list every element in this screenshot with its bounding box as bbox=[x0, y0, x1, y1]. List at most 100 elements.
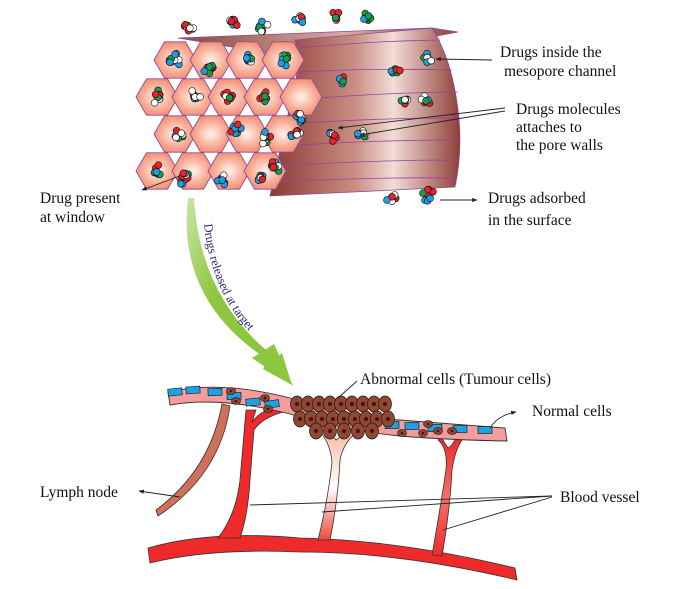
blood-vessel-capillary-3 bbox=[431, 437, 463, 557]
drug-molecule bbox=[258, 175, 266, 184]
normal-cell bbox=[207, 387, 223, 397]
tumour-cell-nucleus bbox=[297, 416, 303, 422]
main-blood-vessel bbox=[147, 535, 518, 581]
channel-line bbox=[299, 68, 453, 73]
tumour-cell-nucleus bbox=[305, 401, 311, 407]
mesoporous-particle bbox=[135, 8, 461, 206]
drug-molecule bbox=[388, 193, 396, 201]
drug-molecule bbox=[177, 129, 186, 137]
drug-cluster bbox=[227, 120, 245, 137]
drug-cluster bbox=[150, 161, 164, 179]
drug-cluster bbox=[383, 191, 400, 206]
drug-molecule bbox=[331, 13, 340, 22]
tumour-cell-nucleus bbox=[341, 416, 347, 422]
drug-molecule bbox=[200, 67, 209, 75]
drug-molecule bbox=[257, 27, 266, 36]
release-arrow: Drugs released at target bbox=[186, 198, 293, 386]
label-abnormal-cells: Abnormal cells (Tumour cells) bbox=[360, 371, 551, 388]
drug-molecule bbox=[258, 17, 266, 26]
drug-molecule bbox=[179, 169, 188, 177]
drug-molecule bbox=[242, 54, 251, 62]
drug-molecule bbox=[401, 95, 409, 104]
normal-cell bbox=[404, 421, 420, 431]
label-line: attaches to bbox=[516, 119, 582, 136]
drug-molecule bbox=[419, 189, 427, 197]
drug-cluster bbox=[336, 73, 347, 88]
label-drugs-inside-channel: Drugs inside the mesopore channel bbox=[500, 44, 616, 80]
tumour-cell-nucleus bbox=[363, 416, 369, 422]
tumour-cell-nucleus bbox=[360, 401, 366, 407]
drug-molecule bbox=[186, 24, 194, 32]
small-cell-nucleus bbox=[426, 422, 430, 426]
drug-cluster bbox=[254, 171, 267, 185]
drug-molecule bbox=[188, 87, 196, 95]
drug-molecule bbox=[227, 17, 236, 25]
drug-molecule bbox=[277, 59, 285, 68]
drug-cluster bbox=[200, 61, 217, 78]
tumour-cell-nucleus bbox=[319, 416, 325, 422]
drug-molecule bbox=[225, 94, 234, 102]
drug-cluster bbox=[188, 87, 204, 103]
drug-molecule bbox=[426, 194, 434, 203]
drug-cluster bbox=[397, 95, 412, 108]
drug-cluster bbox=[267, 158, 283, 175]
label-blood-vessel: Blood vessel bbox=[560, 489, 640, 506]
drug-cluster bbox=[287, 126, 304, 141]
drug-molecule bbox=[261, 128, 269, 136]
label-line: in the surface bbox=[488, 212, 572, 229]
drug-molecule bbox=[166, 58, 174, 66]
small-cell-nucleus bbox=[450, 429, 454, 433]
normal-cell bbox=[167, 387, 183, 397]
drug-cluster bbox=[259, 128, 274, 148]
tumour-cells bbox=[290, 395, 395, 440]
drug-molecule bbox=[234, 120, 242, 129]
tumour-cell-nucleus bbox=[349, 401, 355, 407]
drug-molecule bbox=[261, 92, 269, 101]
drug-cluster bbox=[226, 15, 241, 29]
drug-molecule bbox=[172, 133, 180, 142]
tumour-cell-nucleus bbox=[355, 428, 361, 434]
drug-cluster bbox=[292, 109, 307, 126]
small-cell-nucleus bbox=[421, 431, 425, 435]
tumour-cell-nucleus bbox=[371, 401, 377, 407]
drug-molecule bbox=[263, 21, 272, 29]
drug-molecule bbox=[205, 63, 214, 71]
drug-molecule bbox=[218, 176, 226, 184]
tumour-cell-nucleus bbox=[294, 401, 300, 407]
label-line: Drugs molecules bbox=[516, 101, 621, 118]
tumour-cell-nucleus bbox=[369, 428, 375, 434]
tumour-cell-nucleus bbox=[385, 416, 391, 422]
channel-line bbox=[279, 159, 459, 167]
mesopore-channel-body bbox=[269, 27, 461, 197]
drug-cluster bbox=[256, 88, 271, 106]
blood-vessel-capillary-2 bbox=[315, 423, 361, 541]
channel-line bbox=[285, 139, 461, 147]
drug-cluster bbox=[420, 49, 435, 66]
channel-line bbox=[299, 39, 441, 49]
tumour-cell-nucleus bbox=[316, 401, 322, 407]
drug-molecule bbox=[298, 18, 307, 26]
label-line: the pore walls bbox=[516, 137, 603, 154]
drug-molecule bbox=[269, 163, 278, 171]
drug-molecule bbox=[150, 99, 159, 107]
drug-molecule bbox=[364, 12, 373, 20]
tumour-cell-nucleus bbox=[352, 416, 358, 422]
label-line: at window bbox=[40, 209, 106, 226]
drug-cluster bbox=[180, 21, 198, 35]
tumour-cell-nucleus bbox=[374, 416, 380, 422]
tumour-cell-nucleus bbox=[330, 416, 336, 422]
drug-molecule bbox=[282, 55, 291, 63]
label-drugs-adsorbed-surface: Drugs adsorbed in the surface bbox=[488, 190, 586, 229]
drug-cluster bbox=[326, 128, 340, 145]
drug-molecule bbox=[177, 180, 185, 188]
blood-vessel-capillary-1 bbox=[217, 407, 285, 539]
drug-cluster bbox=[214, 171, 229, 189]
drug-molecule bbox=[196, 93, 204, 101]
label-line: Drugs adsorbed bbox=[488, 190, 586, 207]
tumour-cell-nucleus bbox=[382, 401, 388, 407]
drug-molecule bbox=[151, 90, 160, 99]
drug-cluster bbox=[254, 17, 272, 36]
hexagon-pore bbox=[279, 78, 323, 116]
label-lymph-node: Lymph node bbox=[40, 484, 118, 501]
small-cell-nucleus bbox=[234, 399, 238, 403]
